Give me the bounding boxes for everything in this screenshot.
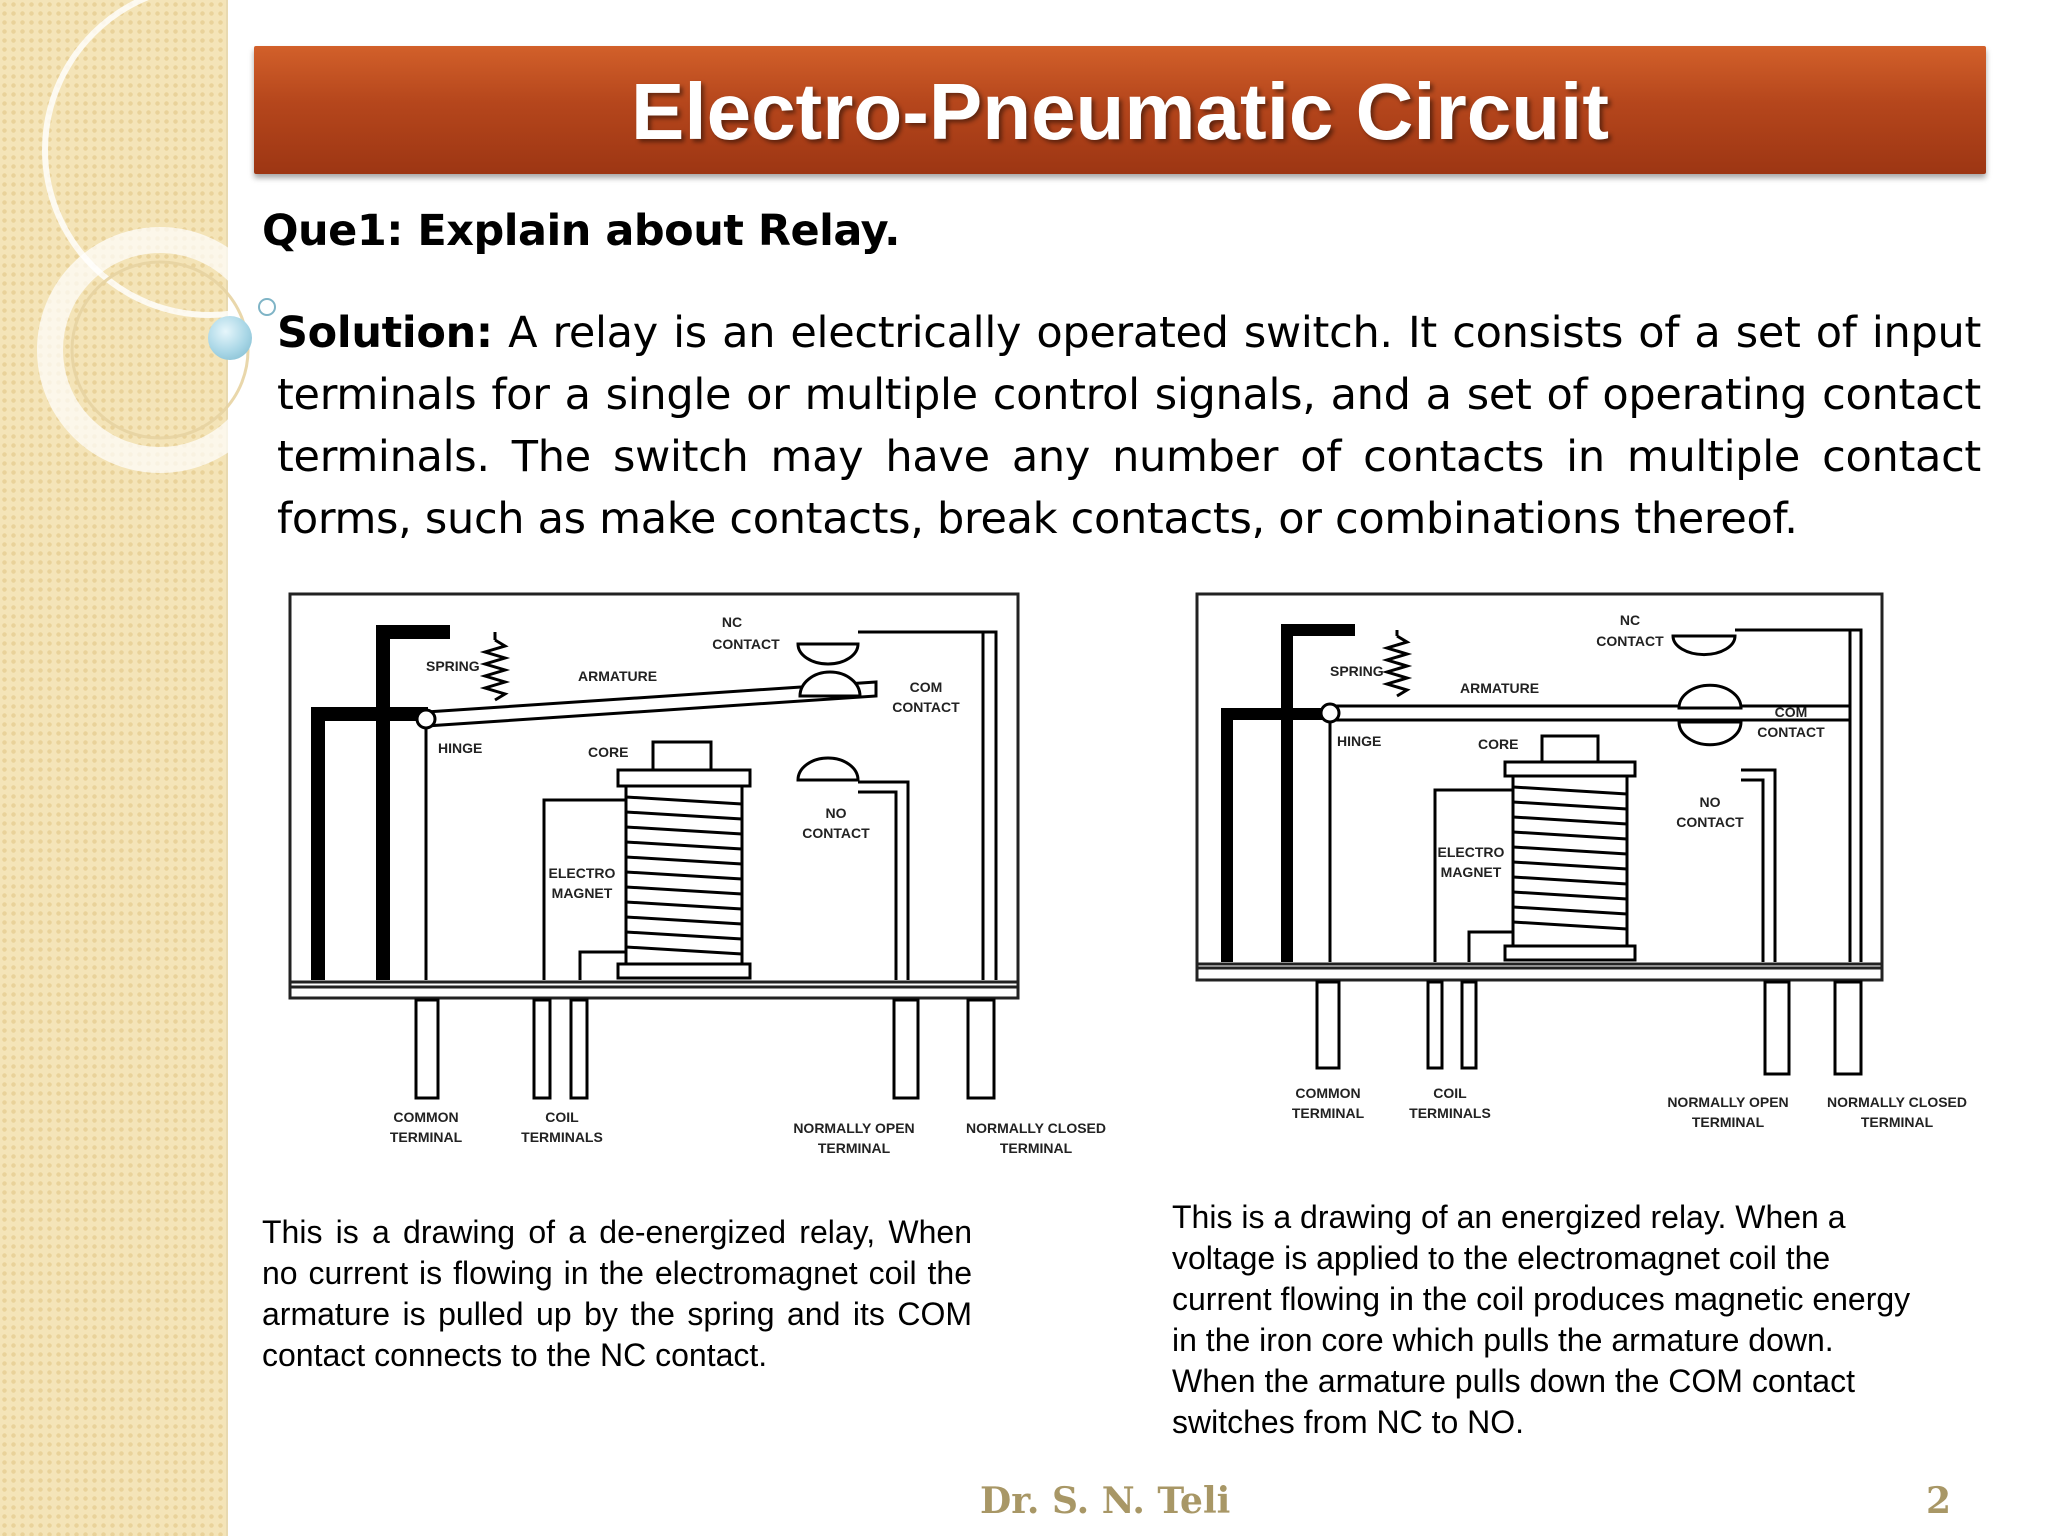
label-nc-contact: CONTACT: [712, 636, 780, 652]
caption-deenergized: This is a drawing of a de-energized rela…: [262, 1214, 972, 1373]
solution-text: A relay is an electrically operated swit…: [277, 308, 1982, 544]
label-spring-2: SPRING: [1330, 663, 1384, 679]
slide-title: Electro-Pneumatic Circuit: [630, 67, 1609, 156]
label-coil: COIL: [545, 1109, 579, 1125]
label-coil-terminals: TERMINALS: [521, 1129, 603, 1145]
label-no: NO: [826, 805, 847, 821]
label-common-terminal: TERMINAL: [390, 1129, 463, 1145]
relay-drawing-deenergized: SPRING ARMATURE NC CONTACT COM CONTACT H…: [288, 592, 1106, 1156]
label-normally-open-terminal-2: TERMINAL: [1692, 1114, 1765, 1130]
label-common: COMMON: [393, 1109, 458, 1125]
label-armature: ARMATURE: [578, 668, 657, 684]
label-nc: NC: [722, 614, 742, 630]
label-normally-open-terminal: TERMINAL: [818, 1140, 891, 1156]
label-com-2: COM: [1775, 704, 1808, 720]
bullet-dot-icon: [258, 298, 276, 316]
label-no-contact: CONTACT: [802, 825, 870, 841]
label-normally-open-2: NORMALLY OPEN: [1667, 1094, 1788, 1110]
label-common-terminal-2: TERMINAL: [1292, 1105, 1365, 1121]
label-hinge: HINGE: [438, 740, 482, 756]
label-core: CORE: [588, 744, 628, 760]
label-normally-closed-2: NORMALLY CLOSED: [1827, 1094, 1967, 1110]
label-spring: SPRING: [426, 658, 480, 674]
title-bar: Electro-Pneumatic Circuit: [254, 46, 1986, 174]
label-normally-open: NORMALLY OPEN: [793, 1120, 914, 1136]
relay-drawing-energized: SPRING ARMATURE NC CONTACT COM CONTACT H…: [1195, 592, 1967, 1130]
label-com-contact-2: CONTACT: [1757, 724, 1825, 740]
relay-diagram-deenergized: SPRING ARMATURE NC CONTACT COM CONTACT H…: [288, 592, 1108, 1166]
label-common-2: COMMON: [1295, 1085, 1360, 1101]
label-normally-closed: NORMALLY CLOSED: [966, 1120, 1106, 1136]
label-no-contact-2: CONTACT: [1676, 814, 1744, 830]
label-nc-contact-2: CONTACT: [1596, 633, 1664, 649]
bullet-icon: [208, 316, 252, 360]
label-magnet: MAGNET: [552, 885, 613, 901]
page-number: 2: [1926, 1480, 1952, 1522]
label-com-contact: CONTACT: [892, 699, 960, 715]
label-nc-2: NC: [1620, 612, 1640, 628]
relay-diagram-energized: SPRING ARMATURE NC CONTACT COM CONTACT H…: [1195, 592, 1975, 1156]
label-com: COM: [910, 679, 943, 695]
label-coil-2: COIL: [1433, 1085, 1467, 1101]
label-normally-closed-terminal-2: TERMINAL: [1861, 1114, 1934, 1130]
label-electro: ELECTRO: [549, 865, 616, 881]
label-core-2: CORE: [1478, 736, 1518, 752]
question-heading: Que1: Explain about Relay.: [262, 206, 900, 256]
label-magnet-2: MAGNET: [1441, 864, 1502, 880]
label-coil-terminals-2: TERMINALS: [1409, 1105, 1491, 1121]
label-armature-2: ARMATURE: [1460, 680, 1539, 696]
label-electro-2: ELECTRO: [1438, 844, 1505, 860]
label-no-2: NO: [1700, 794, 1721, 810]
caption-energized: This is a drawing of an energized relay.…: [1172, 1199, 1911, 1440]
footer-author: Dr. S. N. Teli: [980, 1480, 1231, 1522]
label-hinge-2: HINGE: [1337, 733, 1381, 749]
solution-label: Solution:: [277, 308, 493, 358]
solution-paragraph: Solution: A relay is an electrically ope…: [277, 302, 1981, 550]
label-normally-closed-terminal: TERMINAL: [1000, 1140, 1073, 1156]
